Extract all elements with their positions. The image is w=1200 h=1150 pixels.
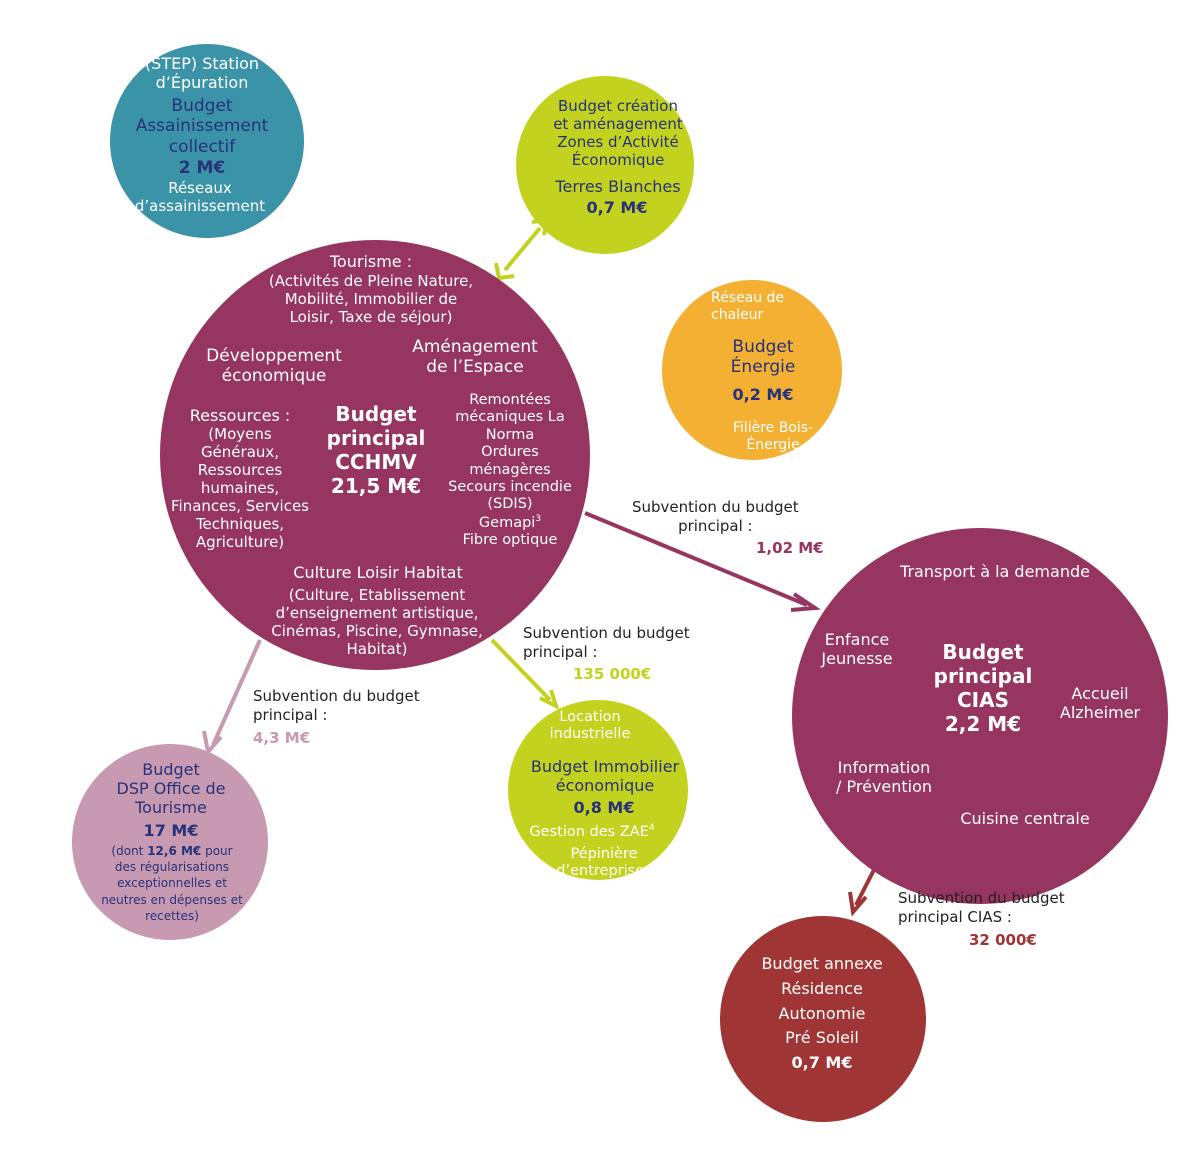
circle-step-assainissement: [110, 44, 304, 238]
subvention-immobilier-amount: 135 000€: [573, 665, 652, 683]
arrow-principal-cias: [584, 511, 821, 612]
cias-transport: Transport à la demande: [900, 562, 1090, 581]
circle-budget-principal-cchmv: [160, 240, 590, 670]
zae-amount: 0,7 M€: [586, 198, 648, 217]
step-amount: 2 M€: [178, 158, 226, 178]
arrow-zae-principal: [494, 217, 550, 281]
subvention-cias-amount: 1,02 M€: [756, 539, 824, 557]
tourisme-details: (Activités de Pleine Nature,Mobilité, Im…: [268, 272, 474, 326]
immobilier-gestion: Gestion des ZAE4: [529, 823, 655, 840]
office-amount: 17 M€: [143, 821, 199, 840]
circle-residence-autonomie: [720, 916, 926, 1122]
energie-amount: 0,2 M€: [732, 385, 794, 404]
subvention-residence-amount: 32 000€: [969, 931, 1037, 949]
cias-information: Information/ Prévention: [835, 758, 933, 797]
arrow-principal-office: [202, 639, 262, 757]
energie-bottom: Filière Bois-Énergie: [732, 420, 814, 453]
immobilier-amount: 0,8 M€: [573, 798, 635, 817]
tourisme-title: Tourisme :: [329, 252, 413, 271]
circle-budget-principal-cias: [792, 528, 1168, 904]
arrow-principal-immobilier: [490, 638, 560, 710]
circle-energie: [662, 280, 842, 460]
zae-name: Terres Blanches: [555, 177, 681, 196]
subvention-office-amount: 4,3 M€: [253, 729, 311, 747]
cias-cuisine: Cuisine centrale: [960, 809, 1090, 828]
circle-immobilier-economique: [508, 700, 688, 880]
gemapi: Gemapi3: [478, 513, 542, 531]
culture-title: Culture Loisir Habitat: [293, 563, 463, 582]
circle-zae: [516, 76, 694, 254]
circle-office-tourisme: [72, 744, 268, 940]
